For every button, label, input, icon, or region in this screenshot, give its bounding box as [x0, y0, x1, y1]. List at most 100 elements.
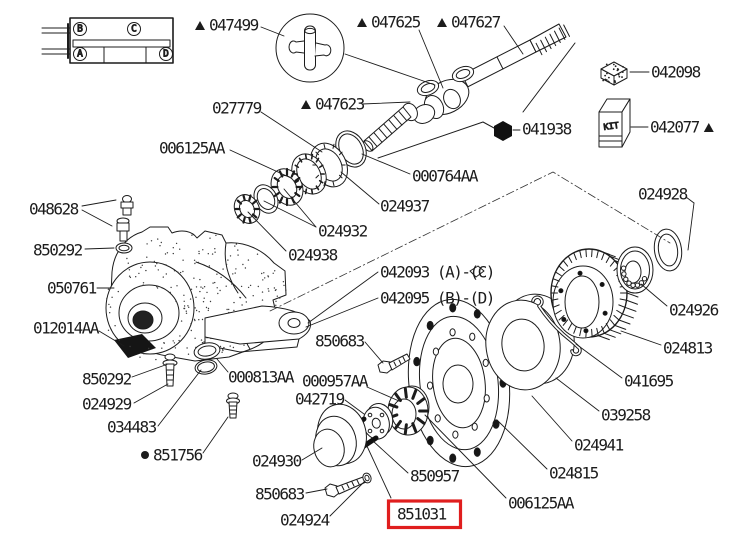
triangle-marker-icon: [703, 123, 714, 132]
breather-pad-drawing: [114, 334, 156, 358]
part-number-text: 024930: [252, 452, 302, 471]
part-label-000957AA[interactable]: 000957AA: [302, 372, 370, 391]
part-number-text: 034483: [107, 418, 157, 437]
grease-fitting-drawing: [115, 195, 134, 254]
part-label-042077[interactable]: 042077: [650, 118, 714, 137]
schematic-letter-c: C: [131, 24, 137, 35]
part-label-042093[interactable]: 042093 (A)-(C): [380, 263, 495, 282]
part-number-text: 000957AA: [302, 372, 369, 391]
part-number-text: 851756: [153, 446, 203, 465]
part-number-text: 850292: [33, 241, 83, 260]
part-label-000764AA[interactable]: 000764AA: [412, 167, 480, 186]
part-number-text: 024941: [574, 436, 624, 455]
triangle-marker-icon: [357, 18, 367, 27]
outer-seal-drawing: [653, 228, 683, 272]
part-label-850292[interactable]: 850292: [33, 241, 84, 260]
part-label-042095[interactable]: 042095 (B)-(D): [380, 289, 495, 308]
part-label-041938[interactable]: 041938: [522, 120, 573, 139]
part-label-024941[interactable]: 024941: [574, 436, 625, 455]
part-label-024813[interactable]: 024813: [663, 339, 714, 358]
schematic-letter-b: B: [77, 24, 83, 35]
part-label-047623[interactable]: 047623: [301, 95, 366, 114]
part-number-text: 024937: [380, 197, 430, 216]
part-label-851031[interactable]: 851031: [386, 499, 463, 530]
part-label-024930[interactable]: 024930: [252, 452, 303, 471]
pinion-ring-train-drawing: [233, 130, 367, 224]
ring-gear-drawing: [550, 248, 639, 341]
part-number-text: 850683: [315, 332, 365, 351]
part-label-024928[interactable]: 024928: [638, 185, 689, 204]
part-number-text: 027779: [212, 99, 262, 118]
part-label-850683[interactable]: 850683: [255, 485, 306, 504]
ball-bearing-drawing: [616, 246, 654, 294]
part-label-006125AA[interactable]: 006125AA: [159, 139, 227, 158]
part-label-047499[interactable]: 047499: [195, 16, 260, 35]
part-number-text: 041938: [522, 120, 572, 139]
part-label-034483[interactable]: 034483: [107, 418, 158, 437]
triangle-marker-icon: [437, 18, 447, 27]
part-label-048628[interactable]: 048628: [29, 200, 80, 219]
triangle-marker-icon: [301, 100, 311, 109]
part-number-text: 024932: [318, 222, 368, 241]
bullet-marker-icon: [141, 451, 149, 459]
part-label-024815[interactable]: 024815: [549, 464, 600, 483]
ujoint-detail-view: [275, 13, 345, 83]
part-number-text: 024929: [82, 395, 132, 414]
hex-plug-icon: [494, 121, 512, 141]
selected-part-highlight: [386, 499, 463, 530]
part-number-text: 042719: [295, 390, 345, 409]
part-label-041695[interactable]: 041695: [624, 372, 675, 391]
part-label-024932[interactable]: 024932: [318, 222, 369, 241]
part-label-047625[interactable]: 047625: [357, 13, 422, 32]
kit-box-icon: KIT: [598, 98, 631, 148]
part-label-024924[interactable]: 024924: [280, 511, 331, 530]
part-label-851756[interactable]: 851756: [141, 446, 204, 465]
part-number-text: 041695: [624, 372, 674, 391]
part-number-text: 042095 (B)-(D): [380, 289, 494, 308]
universal-joint-drawing: [362, 65, 475, 152]
part-number-text: 850957: [410, 467, 460, 486]
part-number-text: 012014AA: [33, 319, 100, 338]
schematic-letter-a: A: [77, 49, 83, 60]
part-label-024938[interactable]: 024938: [288, 246, 339, 265]
part-number-text: 006125AA: [159, 139, 226, 158]
part-label-047627[interactable]: 047627: [437, 13, 502, 32]
part-label-850957[interactable]: 850957: [410, 467, 461, 486]
part-number-text: 039258: [601, 406, 651, 425]
part-label-850683[interactable]: 850683: [315, 332, 366, 351]
part-label-024926[interactable]: 024926: [669, 301, 720, 320]
steering-arm-drawing: [204, 305, 311, 353]
part-number-text: 850292: [82, 370, 132, 389]
part-number-text: 047623: [315, 95, 365, 114]
part-label-042098[interactable]: 042098: [651, 63, 702, 82]
part-label-027779[interactable]: 027779: [212, 99, 263, 118]
part-label-000813AA[interactable]: 000813AA: [228, 368, 296, 387]
part-number-text: 048628: [29, 200, 79, 219]
part-label-024937[interactable]: 024937: [380, 197, 431, 216]
part-label-006125AA[interactable]: 006125AA: [508, 494, 576, 513]
part-number-text: 042077: [650, 118, 700, 137]
part-number-text: 024815: [549, 464, 599, 483]
part-number-text: 000813AA: [228, 368, 295, 387]
schematic-letter-d: D: [163, 49, 169, 60]
part-label-012014AA[interactable]: 012014AA: [33, 319, 101, 338]
part-number-text: 006125AA: [508, 494, 575, 513]
part-label-039258[interactable]: 039258: [601, 406, 652, 425]
part-label-850292[interactable]: 850292: [82, 370, 133, 389]
part-number-text: 050761: [47, 279, 97, 298]
part-number-text: 024938: [288, 246, 338, 265]
part-number-text: 850683: [255, 485, 305, 504]
part-number-text: 024924: [280, 511, 330, 530]
part-number-text: 024926: [669, 301, 719, 320]
part-label-042719[interactable]: 042719: [295, 390, 346, 409]
centerline: [269, 171, 671, 312]
axle-flange-drawing: [407, 298, 511, 468]
hub-parts-drawing: [234, 24, 570, 498]
part-label-024929[interactable]: 024929: [82, 395, 133, 414]
leader-lines: [81, 25, 695, 517]
part-number-text: 851031: [397, 505, 447, 524]
part-number-text: 024928: [638, 185, 688, 204]
part-number-text: 024813: [663, 339, 713, 358]
part-label-050761[interactable]: 050761: [47, 279, 98, 298]
